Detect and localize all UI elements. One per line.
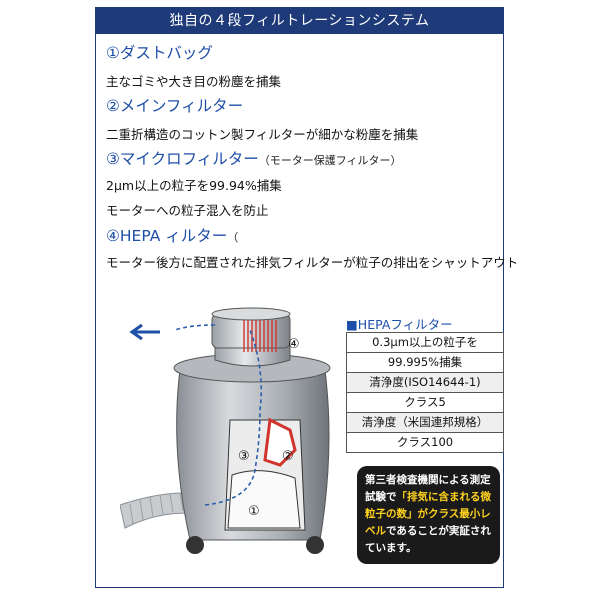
stage-desc: 二重折構造のコットン製フィルターが細かな粉塵を捕集 (106, 127, 419, 142)
stage-title: ②メインフィルター (106, 97, 244, 115)
hepa-row: クラス100 (346, 432, 504, 453)
hepa-row: 清浄度（米国連邦規格） (346, 412, 504, 433)
hepa-row: 0.3μm以上の粒子を (346, 332, 504, 353)
hepa-row: 99.995%捕集 (346, 352, 504, 373)
content-frame: 独自の４段フィルトレーションシステム ①ダストバッグ 主なゴミや大き目の粉塵を捕… (95, 7, 518, 588)
hepa-row: クラス5 (346, 392, 504, 413)
airflow-out (174, 324, 216, 331)
hepa-row: 清浄度(ISO14644-1) (346, 372, 504, 393)
wheel (306, 536, 324, 554)
stage-desc: 主なゴミや大き目の粉塵を捕集 (106, 74, 282, 89)
stage-title: ④HEPA ィルター（ (106, 224, 238, 246)
stage-title-text: ③マイクロフィルター (106, 150, 259, 168)
hepa-label: ■HEPAフィルター (346, 317, 453, 332)
stage-title: ③マイクロフィルター（モーター保護フィルター） (106, 147, 402, 169)
exhaust-arrow (129, 323, 160, 341)
badge-text-1: 第三者検査機関による測定試験で (365, 474, 491, 503)
dust-bag (227, 470, 301, 529)
stage-title-text: ④HEPA ィルター (106, 227, 228, 245)
stage-note: （モーター保護フィルター） (258, 154, 402, 167)
label-4: ④ (288, 337, 300, 352)
hepa-spec-table: 0.3μm以上の粒子を 99.995%捕集 清浄度(ISO14644-1) クラ… (346, 332, 504, 453)
label-2: ② (282, 449, 294, 464)
main-filter (263, 417, 297, 467)
stage-desc: 2μm以上の粒子を99.94%捕集 (106, 178, 282, 193)
label-1: ① (248, 504, 260, 519)
airflow-path (204, 329, 263, 506)
badge-highlight: 「排気に含まれる微粒子の数」がクラス最小レベル (365, 491, 491, 537)
certification-badge: 第三者検査機関による測定試験で「排気に含まれる微粒子の数」がクラス最小レベルであ… (357, 466, 500, 564)
stage-title: ①ダストバッグ (106, 44, 213, 62)
vacuum-illustration: ④ ② ③ ① (120, 307, 331, 554)
section-header: 独自の４段フィルトレーションシステム (96, 8, 503, 34)
badge-text-2: であることが実証されています。 (365, 525, 491, 554)
stage-desc: モーターへの粒子混入を防止 (106, 203, 269, 218)
stage-note: （ (227, 231, 239, 244)
wheel (186, 536, 204, 554)
stage-desc: モーター後方に配置された排気フィルターが粒子の排出をシャットアウト (106, 255, 519, 270)
label-3: ③ (238, 449, 250, 464)
